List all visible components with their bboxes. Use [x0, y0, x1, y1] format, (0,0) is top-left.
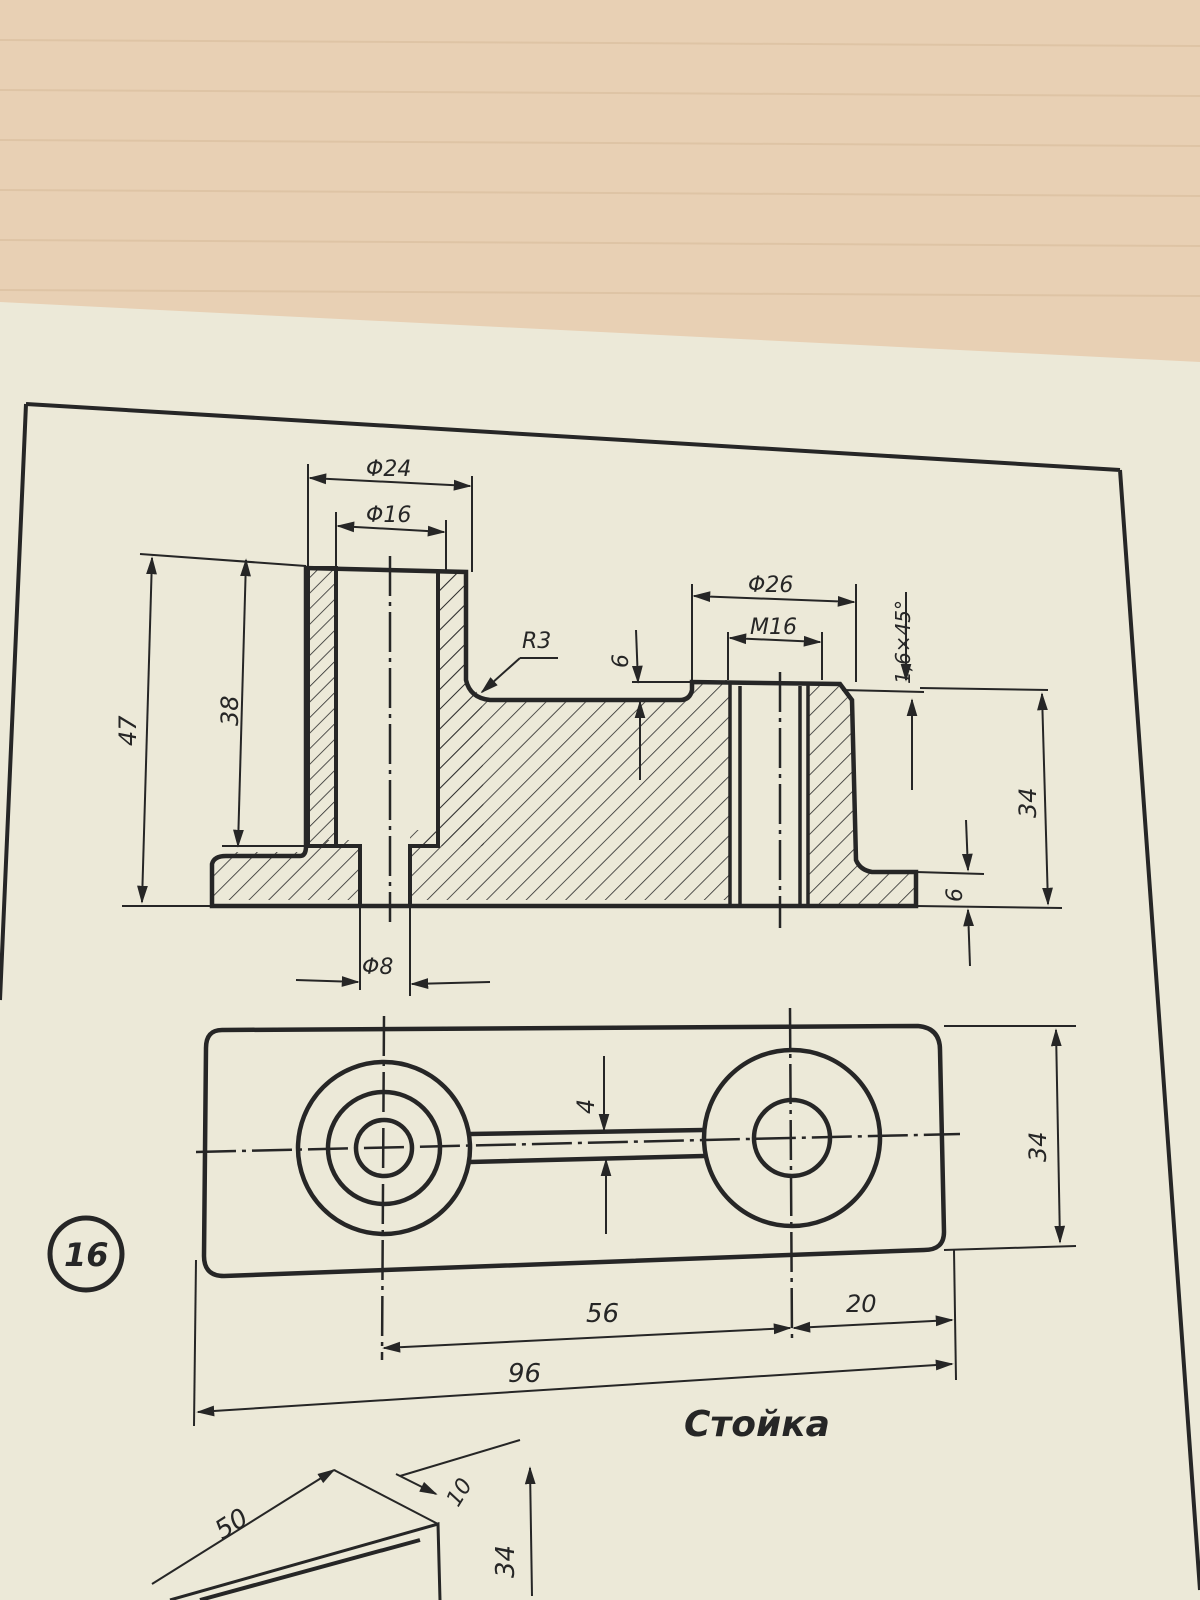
- front-view: [209, 556, 919, 928]
- dim-radius: R3: [522, 629, 551, 654]
- axo-dim-line-height: [524, 1466, 536, 1597]
- dim-rib-width: 4: [572, 1099, 600, 1114]
- axo-dim-line-a: [151, 1469, 336, 1585]
- axo-edge-inner: [199, 1538, 421, 1600]
- top-view-outline: [201, 1023, 947, 1279]
- sheet-number-badge: 16: [47, 1215, 125, 1293]
- left-bore-lines: [334, 568, 440, 906]
- sheet-number-circle: [47, 1215, 125, 1293]
- dim-width: 34: [1024, 1131, 1052, 1162]
- sheet-number: 16: [64, 1236, 109, 1274]
- threaded-hole-lines: [728, 682, 810, 906]
- dim-height-total: 47: [114, 715, 142, 746]
- left-hole-vertical-centerline: [380, 1015, 386, 1361]
- dim-edge-offset: 20: [846, 1290, 877, 1318]
- front-view-outline: [209, 565, 919, 909]
- dim-thread: M16: [750, 615, 797, 640]
- top-view-horizontal-centerline: [195, 1132, 961, 1154]
- dim-chamfer: 1,6×45°: [891, 600, 915, 684]
- drawing-title: Стойка: [684, 1404, 830, 1445]
- dim-height-flange: 6: [943, 888, 968, 902]
- table-texture: [0, 39, 1200, 297]
- rib-lines: [469, 1127, 705, 1165]
- left-boss-wall-left: [306, 566, 338, 848]
- right-boss-outer-circle: [701, 1047, 883, 1229]
- dim-height-base-step: 6: [609, 654, 634, 668]
- left-boss-outer-circle: [295, 1059, 473, 1237]
- axo-ext-line-b: [399, 1439, 521, 1477]
- dim-height-bore: 38: [216, 695, 244, 726]
- axo-dim-height: 34: [491, 1545, 521, 1578]
- dim-d-small-hole: Φ8: [362, 955, 393, 980]
- front-view-dimensions: [122, 464, 1063, 996]
- dim-total-length: 96: [508, 1359, 541, 1389]
- axo-dim-line-b: [395, 1473, 438, 1495]
- axo-ext-line: [333, 1469, 439, 1525]
- dim-d-right-boss: Φ26: [748, 573, 793, 598]
- top-view: [195, 1007, 961, 1361]
- top-view-dimensions: [193, 1025, 1077, 1427]
- paper-sheet: [0, 302, 1200, 1600]
- dim-height-right: 34: [1014, 787, 1042, 818]
- dim-d-outer-boss: Φ24: [366, 457, 411, 482]
- main-body-section: [410, 572, 730, 900]
- dim-center-distance: 56: [586, 1299, 619, 1329]
- dim-d-inner-boss: Φ16: [366, 503, 411, 528]
- right-boss-section: [808, 682, 916, 906]
- sheet-frame: [0, 402, 1200, 1591]
